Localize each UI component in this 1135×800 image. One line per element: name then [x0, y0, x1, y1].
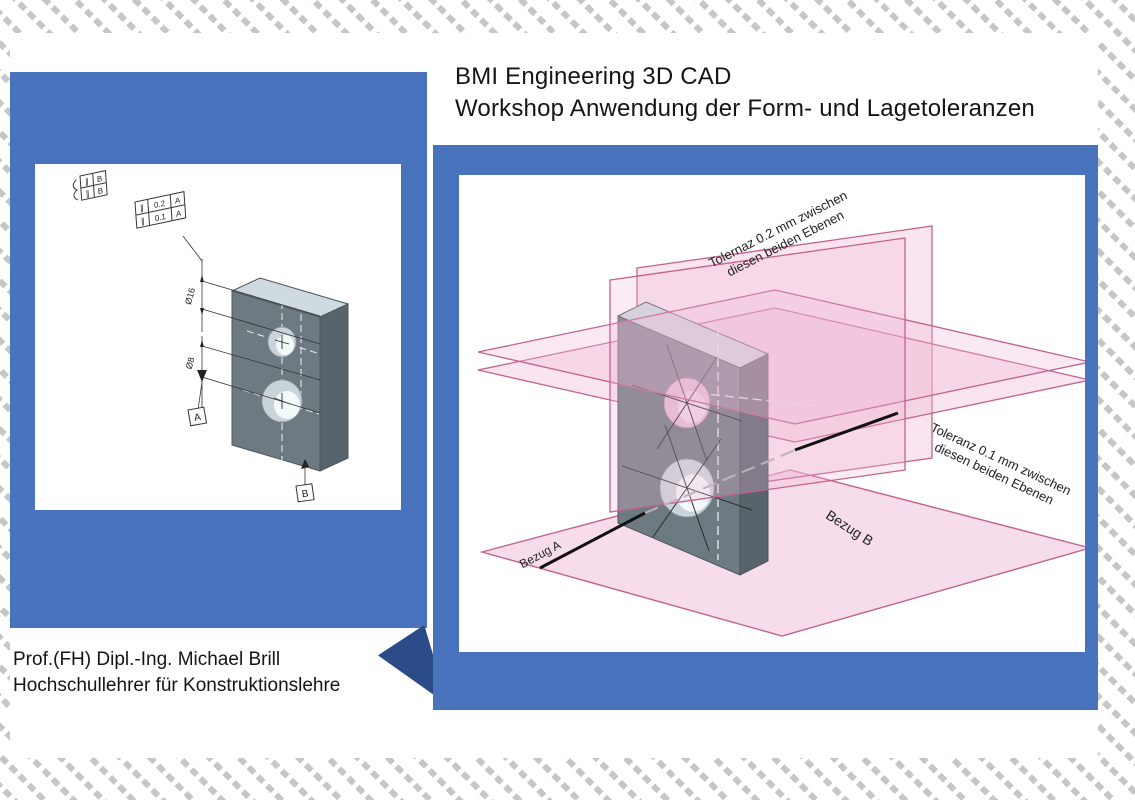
frame2-r1-symbol: ∥ [140, 203, 145, 213]
frame1-r2-symbol: ∥ [85, 189, 90, 199]
dim-bottom-label: Ø8 [184, 356, 197, 370]
dimension-arrows [197, 275, 207, 382]
title-line-2: Workshop Anwendung der Form- und Lagetol… [455, 95, 1035, 122]
right-panel: Tolernaz 0.2 mm zwischen diesen beiden E… [433, 145, 1098, 710]
frame2-r2-datum: A [176, 209, 182, 219]
author-line-2: Hochschullehrer für Konstruktionslehre [13, 675, 341, 696]
frame2-r1-datum: A [175, 195, 181, 205]
tolerance-frame-1: ∥ B ∥ B [72, 169, 108, 201]
datum-a: A [187, 381, 208, 427]
author-credit: Prof.(FH) Dipl.-Ing. Michael Brill Hochs… [13, 647, 453, 699]
block-centerlines [696, 330, 818, 560]
slide-canvas: BMI Engineering 3D CAD Workshop Anwendun… [10, 33, 1098, 758]
dim-top-label: Ø16 [183, 287, 197, 306]
horizontal-plane-upper [477, 289, 1085, 425]
slide-title: BMI Engineering 3D CAD Workshop Anwendun… [455, 61, 1095, 125]
frame1-r1-datum: B [97, 174, 103, 184]
left-drawing-box: Ø16 Ø8 A B [35, 164, 401, 510]
right-3d-drawing: Tolernaz 0.2 mm zwischen diesen beiden E… [477, 188, 1085, 637]
part-block-iso [616, 301, 770, 576]
right-drawing-box: Tolernaz 0.2 mm zwischen diesen beiden E… [459, 175, 1085, 652]
tolerance-frame-2: ∥ 0.2 A ∥ 0.1 A [134, 190, 187, 229]
datum-a-label: A [193, 412, 202, 424]
frame1-r1-symbol: ∥ [85, 177, 90, 187]
left-technical-drawing: Ø16 Ø8 A B [72, 169, 350, 503]
datum-b-plane [479, 469, 1085, 637]
frame1-r2-datum: B [97, 186, 103, 196]
title-line-1: BMI Engineering 3D CAD [455, 63, 732, 90]
tolerance-01-annotation: Toleranz 0.1 mm zwischen diesen beiden E… [928, 420, 1073, 508]
datum-a-axis [539, 411, 899, 570]
left-panel: Ø16 Ø8 A B [10, 72, 427, 628]
datum-b-label: B [301, 488, 309, 500]
frame2-r2-value: 0.1 [155, 212, 167, 223]
vertical-plane-front [609, 237, 906, 513]
dimension-lines [182, 235, 321, 414]
frame2-r1-value: 0.2 [154, 199, 166, 210]
frame2-r2-symbol: ∥ [141, 216, 146, 226]
datum-b: B [295, 459, 315, 503]
author-line-1: Prof.(FH) Dipl.-Ing. Michael Brill [13, 649, 281, 670]
